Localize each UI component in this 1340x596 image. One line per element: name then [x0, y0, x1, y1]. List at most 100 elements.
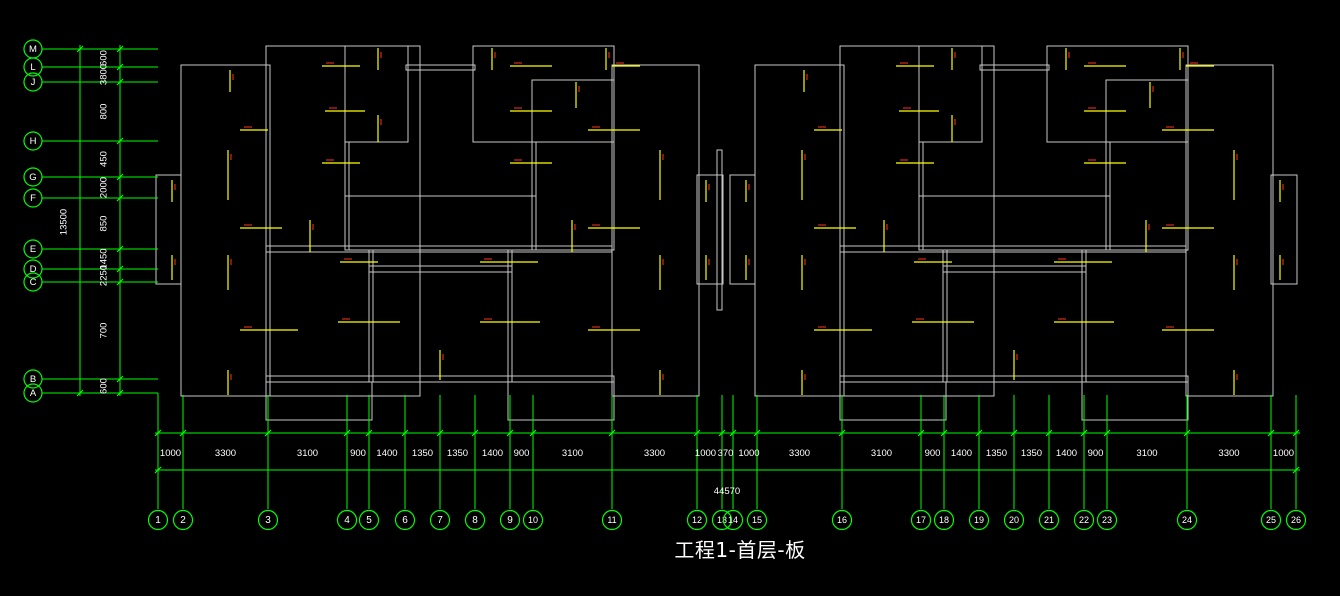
dimension-text: 900 [925, 448, 941, 459]
dimension-total-text: 13500 [59, 209, 70, 235]
axis-bubble-circle [1176, 509, 1198, 531]
dimension-text: 3300 [789, 448, 810, 459]
dimension-tick [343, 429, 351, 437]
axis-bubble: 24 [1176, 509, 1198, 531]
dimension-text: 2250 [99, 265, 110, 286]
axis-label: 14 [728, 515, 738, 525]
axis-bubble-circle [336, 509, 358, 531]
wall-segment [918, 141, 924, 251]
wall-layer [155, 45, 1298, 421]
dimension-tick [116, 375, 124, 383]
dimension-tick [116, 194, 124, 202]
wall-segment [1270, 174, 1298, 285]
wall-segment [942, 249, 948, 383]
axis-label: 25 [1266, 515, 1276, 525]
axis-bubble-circle [23, 259, 43, 279]
wall-segment [531, 79, 615, 251]
dimension-tick [718, 429, 726, 437]
axis-label: L [30, 62, 35, 73]
axis-bubble-circle [1260, 509, 1282, 531]
axis-label: 2 [180, 515, 186, 526]
axis-label: 17 [916, 515, 926, 525]
dimension-text: 450 [99, 151, 110, 167]
axis-bubble: 16 [831, 509, 853, 531]
wall-segment [918, 45, 983, 143]
axis-bubble-circle [429, 509, 451, 531]
axis-bubble: 13 [711, 509, 733, 531]
wall-segment [405, 64, 476, 71]
dimension-tick [116, 278, 124, 286]
dimension-tick [471, 429, 479, 437]
dimension-total-text: 44570 [714, 486, 740, 497]
dimension-tick [116, 78, 124, 86]
dimension-tick [116, 389, 124, 397]
dimension-tick [1183, 429, 1191, 437]
axis-bubble-circle [23, 72, 43, 92]
wall-segment [368, 249, 374, 383]
dimension-text: 3300 [644, 448, 665, 459]
wall-segment [1046, 45, 1189, 143]
wall-segment [1185, 64, 1274, 397]
dimension-text: 1000 [1273, 448, 1294, 459]
wall-segment [979, 64, 1050, 71]
dimension-text: 1450 [99, 248, 110, 269]
axis-bubble-circle [933, 509, 955, 531]
axis-label: 18 [939, 515, 949, 525]
dimension-tick [940, 429, 948, 437]
axis-bubble: 4 [336, 509, 358, 531]
dimension-tick [76, 389, 84, 397]
drawing-title: 工程1-首层-板 [674, 538, 806, 562]
axis-bubble: 5 [358, 509, 380, 531]
axis-bubble: 17 [910, 509, 932, 531]
axis-bubble: 21 [1038, 509, 1060, 531]
axis-label: J [31, 77, 36, 88]
axis-bubble: M [23, 39, 43, 59]
wall-segment [918, 195, 1111, 251]
axis-bubble: H [23, 131, 43, 151]
dimension-tick [264, 429, 272, 437]
dimension-tick [1010, 429, 1018, 437]
axis-bubble-circle [1038, 509, 1060, 531]
axis-bubble-circle [23, 57, 43, 77]
axis-bubble: 1 [147, 509, 169, 531]
axis-bubble-circle [172, 509, 194, 531]
slab-rebar-layer [171, 48, 1284, 395]
axis-bubble-circle [601, 509, 623, 531]
axis-bubble: J [23, 72, 43, 92]
axis-label: F [30, 193, 36, 204]
dimension-text: 600 [99, 378, 110, 394]
wall-segment [1105, 79, 1189, 251]
dimension-text: 900 [1088, 448, 1104, 459]
dimension-tick [436, 429, 444, 437]
axis-bubble-circle [23, 369, 43, 389]
axis-label: 1 [155, 515, 161, 526]
dimension-text: 1400 [482, 448, 503, 459]
wall-segment [368, 265, 513, 273]
axis-bubble-circle [831, 509, 853, 531]
dimension-tick [154, 429, 162, 437]
wall-segment [839, 381, 947, 421]
wall-segment [265, 45, 421, 397]
wall-segment [531, 141, 537, 251]
axis-label: 7 [437, 515, 443, 526]
axis-bubble: D [23, 259, 43, 279]
axis-bubble-circle [23, 131, 43, 151]
dimension-tick [365, 429, 373, 437]
axis-bubble-circle [464, 509, 486, 531]
dimension-text: 3800 [99, 64, 110, 85]
axis-label: B [30, 374, 36, 385]
wall-segment [344, 141, 350, 251]
axis-bubble: 18 [933, 509, 955, 531]
axis-label: 23 [1102, 515, 1112, 525]
axis-label: 15 [752, 515, 762, 525]
dimension-text: 3100 [871, 448, 892, 459]
dimension-text: 1400 [376, 448, 397, 459]
dimension-tick [116, 63, 124, 71]
dimension-tick [401, 429, 409, 437]
axis-label: A [30, 388, 37, 399]
dimension-tick [838, 429, 846, 437]
axis-bubble-circle [968, 509, 990, 531]
dimension-text: 700 [99, 323, 110, 339]
axis-label: 22 [1079, 515, 1089, 525]
